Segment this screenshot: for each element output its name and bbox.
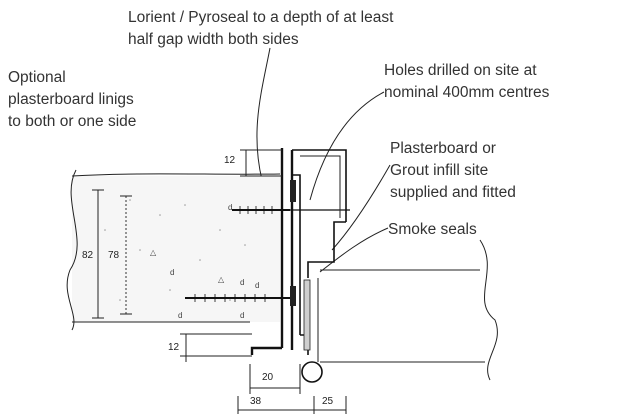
- hatch-mark-4: d: [240, 278, 244, 287]
- dim-82-value: 82: [82, 250, 94, 261]
- hatch-mark-6: △: [150, 248, 157, 257]
- wall-break-line: [66, 169, 78, 331]
- hatch-mark-3: △: [218, 275, 225, 284]
- fixing-screw-bottom: [185, 294, 290, 302]
- hatch-mark-2: d: [170, 268, 174, 277]
- dim-bottom-gap-line: [180, 333, 252, 362]
- dim-38-line: [237, 396, 315, 414]
- holes-leader: [309, 91, 385, 201]
- holes-label-line-1: Holes drilled on site at: [384, 62, 537, 79]
- infill-label-line-3: supplied and fitted: [390, 184, 516, 201]
- concrete-wall: [72, 176, 280, 322]
- smoke-seals-label: Smoke seals: [388, 221, 477, 238]
- dim-25-value: 25: [322, 396, 334, 407]
- wall-top-edge: [71, 173, 281, 177]
- linings-label-line-3: to both or one side: [8, 113, 136, 130]
- infill-leader: [331, 164, 391, 251]
- door-leaf-break-line: [479, 239, 498, 381]
- dim-top-gap-line: [240, 149, 282, 177]
- dim-78-value: 78: [108, 250, 120, 261]
- dim-20-value: 20: [262, 372, 274, 383]
- holes-label-line-2: nominal 400mm centres: [384, 84, 550, 101]
- dim-82-line: [92, 189, 104, 319]
- dim-top-gap-value: 12: [224, 155, 236, 166]
- sealant-label-line-1: Lorient / Pyroseal to a depth of at leas…: [128, 9, 394, 26]
- linings-label-line-2: plasterboard linigs: [8, 91, 134, 108]
- smoke-seal-circle: [301, 361, 323, 383]
- linings-label-line-1: Optional: [8, 69, 66, 86]
- dim-38-value: 38: [250, 396, 262, 407]
- dim-bottom-gap-value: 12: [168, 342, 180, 353]
- hatch-mark-1: d: [228, 203, 232, 212]
- infill-label-line-2: Grout infill site: [390, 162, 488, 179]
- dim-20-line: [249, 364, 301, 394]
- infill-label-line-1: Plasterboard or: [390, 140, 496, 157]
- steel-door-frame: [250, 148, 347, 355]
- smoke-seals-leader: [319, 227, 389, 273]
- sealant-label-line-2: half gap width both sides: [128, 31, 299, 48]
- hatch-mark-7: d: [178, 311, 182, 320]
- hatch-mark-5: d: [255, 281, 259, 290]
- dim-25-line: [314, 396, 347, 414]
- hatch-mark-8: d: [240, 311, 244, 320]
